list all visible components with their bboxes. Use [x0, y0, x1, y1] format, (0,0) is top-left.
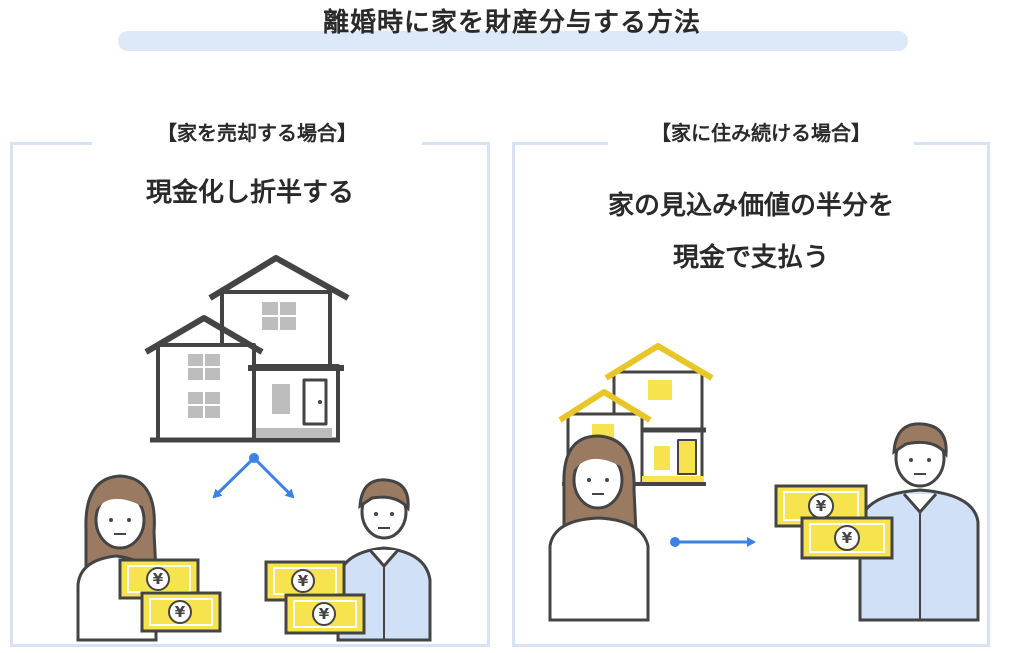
yen-symbol: ¥: [175, 603, 186, 621]
payment-arrow: [670, 537, 756, 547]
banknote-stack-payment: [774, 484, 894, 560]
page-title: 離婚時に家を財産分与する方法: [322, 8, 701, 38]
yen-symbol: ¥: [319, 605, 330, 623]
sell-house-description: 現金化し折半する: [145, 178, 354, 208]
woman-figure-right: [548, 434, 650, 622]
yen-symbol: ¥: [153, 570, 164, 588]
sell-house-heading: 【家を売却する場合】: [92, 118, 422, 148]
keep-house-description-line2: 現金で支払う: [672, 243, 829, 273]
house-icon: [144, 255, 350, 443]
split-arrows: [212, 453, 295, 499]
yen-symbol: ¥: [842, 529, 853, 547]
keep-house-description-line1: 家の見込み価値の半分を: [607, 191, 894, 221]
yen-symbol: ¥: [298, 572, 309, 590]
banknote-stack-man: [264, 560, 366, 635]
keep-house-heading: 【家に住み続ける場合】: [608, 118, 914, 148]
title-highlight-bar: [118, 31, 908, 51]
banknote-stack-woman: [118, 558, 222, 633]
yen-symbol: ¥: [816, 497, 827, 515]
